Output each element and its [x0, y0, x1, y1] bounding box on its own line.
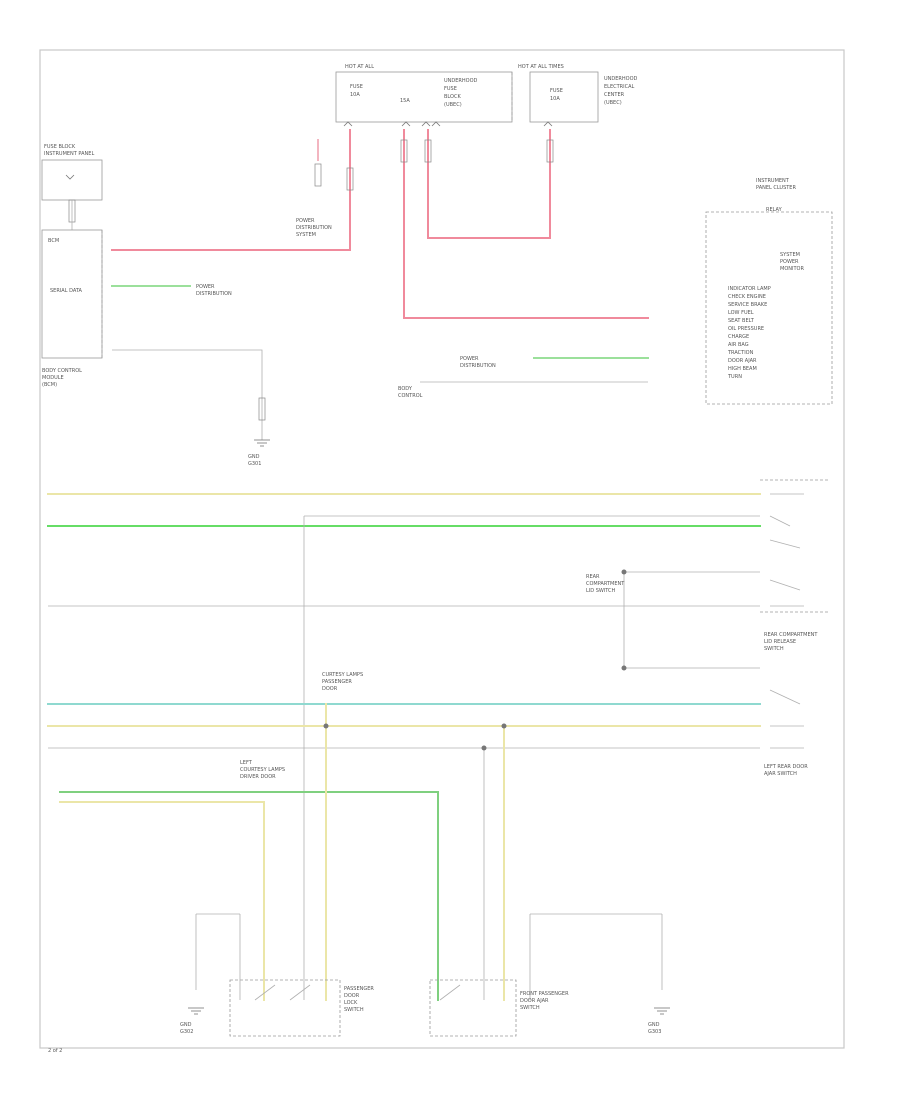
- svg-text:BODY: BODY: [398, 386, 413, 392]
- svg-text:LID RELEASE: LID RELEASE: [764, 639, 796, 645]
- svg-text:COURTESY LAMPS: COURTESY LAMPS: [240, 767, 285, 773]
- svg-text:POWER: POWER: [780, 259, 799, 265]
- svg-text:10A: 10A: [350, 92, 360, 98]
- svg-text:LOW FUEL: LOW FUEL: [728, 310, 754, 316]
- svg-text:DISTRIBUTION: DISTRIBUTION: [460, 363, 496, 369]
- svg-text:CENTER: CENTER: [604, 92, 625, 98]
- svg-text:MODULE: MODULE: [42, 375, 64, 381]
- svg-text:LOCK: LOCK: [344, 1000, 358, 1006]
- svg-text:DOOR: DOOR: [344, 993, 360, 999]
- svg-text:DRIVER DOOR: DRIVER DOOR: [240, 774, 276, 780]
- svg-text:LEFT: LEFT: [240, 760, 253, 766]
- svg-text:AJAR SWITCH: AJAR SWITCH: [764, 771, 797, 777]
- diagram-frame: [39, 49, 845, 1049]
- svg-text:POWER: POWER: [196, 284, 215, 290]
- svg-text:G301: G301: [248, 461, 261, 467]
- svg-text:LID SWITCH: LID SWITCH: [586, 588, 616, 594]
- svg-text:POWER: POWER: [296, 218, 315, 224]
- svg-text:DOOR AJAR: DOOR AJAR: [728, 358, 757, 364]
- svg-text:(UBEC): (UBEC): [444, 102, 462, 108]
- wire-green-lower: [59, 791, 439, 1001]
- svg-text:COMPARTMENT: COMPARTMENT: [586, 581, 625, 587]
- svg-text:(BCM): (BCM): [42, 382, 57, 388]
- svg-text:(UBEC): (UBEC): [604, 100, 622, 106]
- wire-red-fuse-loop: [427, 129, 551, 239]
- svg-text:SWITCH: SWITCH: [344, 1007, 364, 1013]
- svg-text:GND: GND: [180, 1022, 192, 1028]
- body-control-module: BCM SERIAL DATA BODY CONTROL MODULE (BCM…: [41, 229, 103, 388]
- svg-text:SWITCH: SWITCH: [520, 1005, 540, 1011]
- svg-text:15A: 15A: [400, 98, 410, 104]
- svg-text:REAR COMPARTMENT: REAR COMPARTMENT: [764, 632, 818, 638]
- fuse-block-left-top: HOT AT ALL FUSE 10A 15A UNDERHOOD FUSE B…: [335, 64, 513, 123]
- svg-text:G302: G302: [180, 1029, 193, 1035]
- svg-text:OIL PRESSURE: OIL PRESSURE: [728, 326, 764, 332]
- fuse-block-right-top: HOT AT ALL TIMES FUSE 10A UNDERHOOD ELEC…: [518, 64, 638, 123]
- svg-text:UNDERHOOD: UNDERHOOD: [604, 76, 638, 82]
- svg-text:10A: 10A: [550, 96, 560, 102]
- left-fuse-box: FUSE BLOCK INSTRUMENT PANEL: [41, 144, 103, 201]
- svg-text:TRACTION: TRACTION: [727, 350, 754, 356]
- page-number: 2 of 2: [48, 1048, 62, 1054]
- wire-red-fuse-to-splice: [403, 129, 649, 319]
- svg-text:CHARGE: CHARGE: [728, 334, 749, 340]
- fuse-top-label-1: HOT AT ALL: [345, 64, 374, 70]
- svg-text:SWITCH: SWITCH: [764, 646, 784, 652]
- svg-text:SERVICE BRAKE: SERVICE BRAKE: [728, 302, 767, 308]
- svg-text:FRONT PASSENGER: FRONT PASSENGER: [520, 991, 569, 997]
- wire-connectors-top: [314, 139, 554, 191]
- switch-group-right: [760, 479, 830, 749]
- svg-text:DISTRIBUTION: DISTRIBUTION: [196, 291, 232, 297]
- svg-text:DOOR AJAR: DOOR AJAR: [520, 998, 549, 1004]
- svg-text:GND: GND: [248, 454, 260, 460]
- svg-text:DOOR: DOOR: [322, 686, 338, 692]
- door-switch-right: FRONT PASSENGER DOOR AJAR SWITCH: [429, 913, 663, 1037]
- svg-text:PASSENGER: PASSENGER: [344, 986, 374, 992]
- wire-yellow-lower-left: [59, 801, 265, 1001]
- svg-text:HOT AT ALL TIMES: HOT AT ALL TIMES: [518, 64, 564, 70]
- svg-text:SYSTEM: SYSTEM: [296, 232, 316, 238]
- svg-text:RELAY: RELAY: [766, 207, 783, 213]
- svg-text:FUSE BLOCK: FUSE BLOCK: [44, 144, 76, 150]
- wire-red-fuse-to-bcm: [111, 129, 351, 251]
- svg-text:INSTRUMENT PANEL: INSTRUMENT PANEL: [44, 151, 94, 157]
- svg-text:POWER: POWER: [460, 356, 479, 362]
- wire-gray-right-branch: [623, 572, 760, 669]
- door-switch-left: PASSENGER DOOR LOCK SWITCH: [195, 913, 374, 1037]
- svg-text:BCM: BCM: [48, 238, 59, 244]
- svg-text:LEFT REAR DOOR: LEFT REAR DOOR: [764, 764, 808, 770]
- svg-text:CONTROL: CONTROL: [398, 393, 423, 399]
- svg-text:SEAT BELT: SEAT BELT: [728, 318, 755, 324]
- ground-icon-bottom-left: GND G302: [180, 1007, 204, 1035]
- svg-text:TURN: TURN: [727, 374, 742, 380]
- svg-text:REAR: REAR: [586, 574, 600, 580]
- svg-text:HIGH BEAM: HIGH BEAM: [728, 366, 757, 372]
- svg-text:AIR BAG: AIR BAG: [728, 342, 749, 348]
- wire-gray-bcm-ground: [112, 349, 263, 440]
- svg-text:MONITOR: MONITOR: [780, 266, 804, 272]
- svg-text:ELECTRICAL: ELECTRICAL: [604, 84, 635, 90]
- svg-text:CHECK ENGINE: CHECK ENGINE: [728, 294, 766, 300]
- svg-text:DISTRIBUTION: DISTRIBUTION: [296, 225, 332, 231]
- svg-text:SYSTEM: SYSTEM: [780, 252, 800, 258]
- ground-icon-left: [254, 439, 270, 447]
- svg-text:SERIAL DATA: SERIAL DATA: [50, 288, 83, 294]
- svg-text:PANEL CLUSTER: PANEL CLUSTER: [756, 185, 796, 191]
- svg-text:GND: GND: [648, 1022, 660, 1028]
- svg-text:PASSENGER: PASSENGER: [322, 679, 352, 685]
- svg-text:INDICATOR LAMP: INDICATOR LAMP: [728, 286, 771, 292]
- svg-text:BLOCK: BLOCK: [444, 94, 461, 100]
- ground-icon-bottom-right: GND G303: [648, 1007, 670, 1035]
- svg-text:BODY CONTROL: BODY CONTROL: [42, 368, 82, 374]
- svg-text:G303: G303: [648, 1029, 661, 1035]
- instrument-cluster-box: INSTRUMENT PANEL CLUSTER RELAY SYSTEM PO…: [705, 178, 833, 405]
- svg-text:INSTRUMENT: INSTRUMENT: [756, 178, 790, 184]
- svg-text:FUSE: FUSE: [350, 84, 363, 90]
- svg-text:UNDERHOOD: UNDERHOOD: [444, 78, 478, 84]
- svg-text:FUSE: FUSE: [550, 88, 563, 94]
- top-connectors: [343, 121, 553, 127]
- svg-text:FUSE: FUSE: [444, 86, 457, 92]
- svg-text:CURTESY LAMPS: CURTESY LAMPS: [322, 672, 363, 678]
